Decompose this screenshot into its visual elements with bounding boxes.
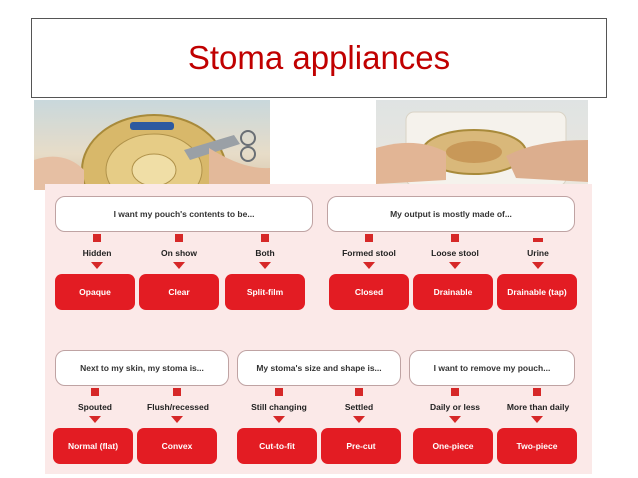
- choice-label: Flush/recessed: [147, 402, 209, 412]
- choice-label: Both: [255, 248, 275, 258]
- connector: [355, 388, 363, 396]
- arrow-down-icon: [273, 416, 285, 423]
- outcome-box: Cut-to-fit: [237, 428, 317, 464]
- connector: [91, 388, 99, 396]
- outcome-box: Normal (flat): [53, 428, 133, 464]
- outcome-box: Two-piece: [497, 428, 577, 464]
- outcome-box: Drainable (tap): [497, 274, 577, 310]
- question-box: My output is mostly made of...: [327, 196, 575, 232]
- choice-label: Daily or less: [429, 402, 481, 412]
- photo-left-illustration: [34, 114, 270, 190]
- choice-label: Spouted: [78, 402, 112, 412]
- choice-label: On show: [161, 248, 197, 258]
- arrow-down-icon: [353, 416, 365, 423]
- choice-label: Still changing: [251, 402, 307, 412]
- connector: [175, 234, 183, 242]
- outcome-box: Opaque: [55, 274, 135, 310]
- choice-label: More than daily: [506, 402, 570, 412]
- arrow-down-icon: [449, 416, 461, 423]
- arrow-down-icon: [532, 262, 544, 269]
- title-box: Stoma appliances: [31, 18, 607, 98]
- connector: [451, 388, 459, 396]
- connector: [261, 234, 269, 242]
- choice-label: Loose stool: [431, 248, 479, 258]
- photo-right-illustration: [376, 111, 588, 187]
- outcome-box: Convex: [137, 428, 217, 464]
- decision-flowchart: I want my pouch's contents to be... My o…: [45, 184, 592, 474]
- arrow-down-icon: [171, 416, 183, 423]
- outcome-box: Closed: [329, 274, 409, 310]
- arrow-down-icon: [531, 416, 543, 423]
- connector: [275, 388, 283, 396]
- arrow-down-icon: [173, 262, 185, 269]
- outcome-box: Drainable: [413, 274, 493, 310]
- arrow-down-icon: [91, 262, 103, 269]
- choice-label: Hidden: [82, 248, 112, 258]
- connector: [173, 388, 181, 396]
- outcome-box: Split-film: [225, 274, 305, 310]
- connector: [365, 234, 373, 242]
- arrow-down-icon: [259, 262, 271, 269]
- arrow-down-icon: [89, 416, 101, 423]
- question-box: My stoma's size and shape is...: [237, 350, 401, 386]
- slide-title: Stoma appliances: [187, 39, 451, 76]
- connector: [451, 234, 459, 242]
- arrow-down-icon: [449, 262, 461, 269]
- arrow-down-icon: [363, 262, 375, 269]
- outcome-box: Clear: [139, 274, 219, 310]
- choice-label: Urine: [527, 248, 549, 258]
- question-box: I want my pouch's contents to be...: [55, 196, 313, 232]
- choice-label: Settled: [344, 402, 374, 412]
- outcome-box: One-piece: [413, 428, 493, 464]
- photo-cutting-flange: [34, 100, 270, 190]
- photo-fitting-flange: [376, 100, 588, 190]
- connector: [533, 238, 543, 242]
- outcome-box: Pre-cut: [321, 428, 401, 464]
- question-box: Next to my skin, my stoma is...: [55, 350, 229, 386]
- connector: [533, 388, 541, 396]
- connector: [93, 234, 101, 242]
- question-box: I want to remove my pouch...: [409, 350, 575, 386]
- choice-label: Formed stool: [342, 248, 396, 258]
